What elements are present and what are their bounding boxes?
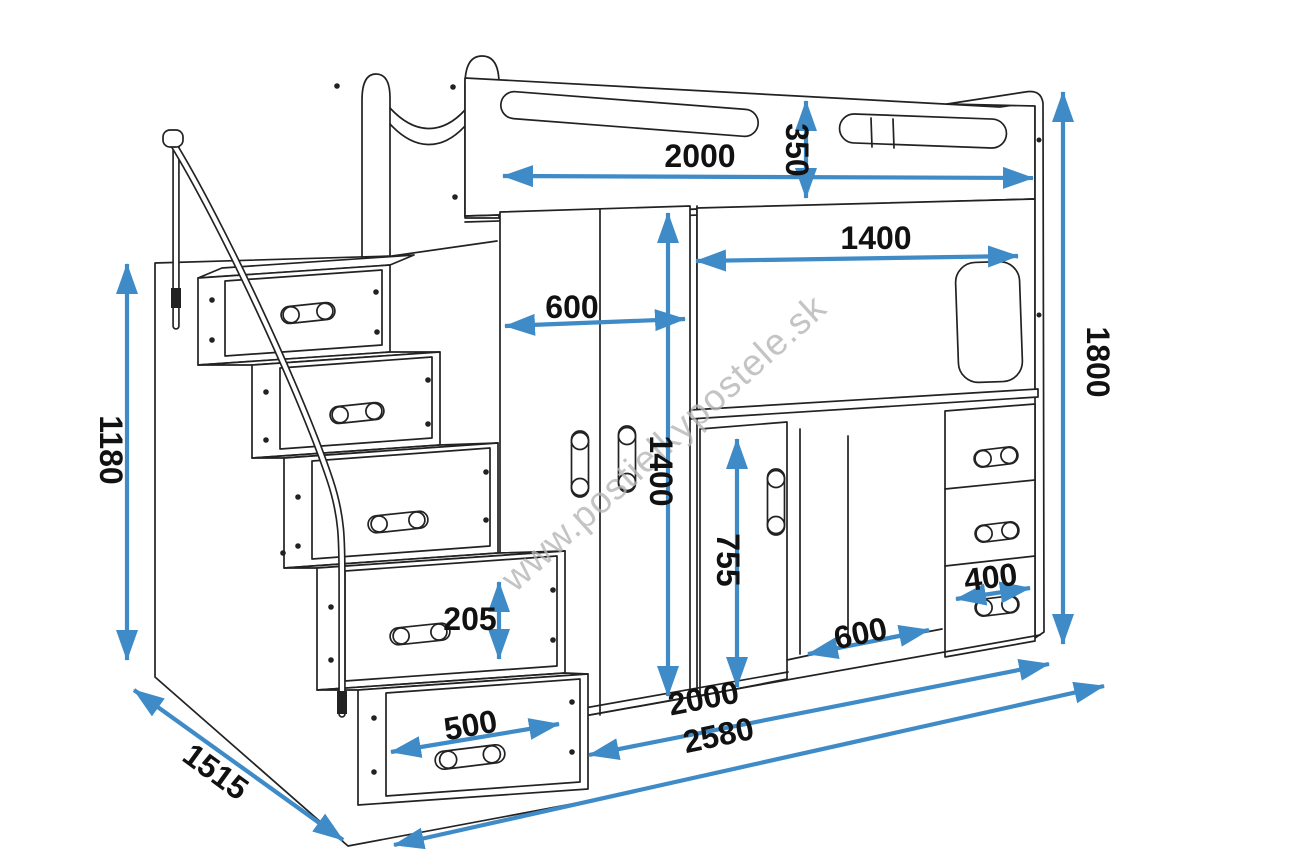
slot-divider-lines — [870, 117, 895, 149]
dim-desk-niche-width: 1400 — [695, 220, 1019, 272]
dim-desk-height-label: 755 — [710, 533, 746, 586]
railing-bracket-upper — [171, 288, 181, 308]
stair-step-5 — [197, 254, 415, 366]
dimension-annotations: 2000 350 1400 600 1400 1800 755 — [93, 91, 1116, 850]
dim-step-rise: 205 — [443, 581, 510, 660]
side-rail-curve-upper — [389, 107, 466, 130]
dim-wardrobe-width-label: 600 — [545, 289, 598, 325]
dim-wardrobe-width: 600 — [504, 289, 686, 336]
railing-bracket-lower — [337, 691, 347, 714]
dim-overall-height-label: 1800 — [1080, 326, 1116, 397]
railing-top-cap — [162, 129, 184, 148]
dim-wardrobe-height-label: 1400 — [643, 435, 679, 506]
rear-bed-post — [361, 73, 391, 263]
stair-railing — [162, 129, 347, 718]
dim-overall-height: 1800 — [1052, 91, 1116, 645]
stair-step-4 — [197, 351, 441, 459]
drawer-separators — [944, 479, 1036, 567]
desk-drawer-handle-2 — [974, 521, 1020, 543]
screw-dots — [209, 83, 1042, 775]
dim-wardrobe-height: 1400 — [643, 212, 679, 697]
side-panel-cutout — [954, 260, 1024, 384]
guardrail-slot-right — [838, 113, 1008, 149]
dim-bed-length-top: 2000 — [502, 138, 1034, 189]
dim-desk-niche-width-label: 1400 — [840, 220, 911, 256]
dim-guardrail-height: 350 — [779, 100, 817, 199]
dim-stairs-height-label: 1180 — [93, 415, 129, 484]
dim-step-rise-label: 205 — [443, 601, 496, 637]
dim-drawer-width-label: 400 — [962, 556, 1019, 598]
dim-stairs-height: 1180 — [93, 263, 138, 661]
dim-guardrail-height-label: 350 — [779, 123, 815, 176]
dim-bed-length-top-label: 2000 — [664, 138, 735, 174]
desk-top — [689, 388, 1039, 420]
wardrobe-handle-left — [570, 430, 590, 498]
wardrobe-handle-right — [617, 425, 637, 493]
dim-desk-height: 755 — [710, 438, 748, 688]
side-rail-curve-lower — [389, 123, 466, 146]
dim-drawer-width: 400 — [955, 556, 1031, 606]
under-desk-door-handle — [766, 468, 786, 536]
guardrail-slot-left — [499, 90, 760, 138]
desk-drawer-handle-1 — [973, 446, 1019, 468]
stair-step-3 — [251, 442, 499, 569]
